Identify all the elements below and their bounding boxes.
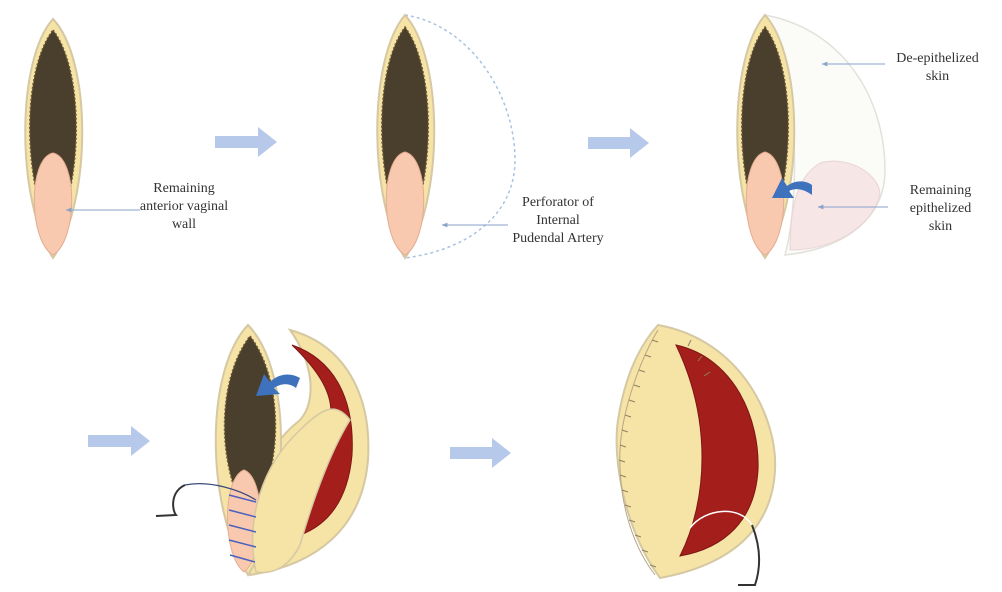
label-line: anterior vaginal: [128, 198, 240, 216]
label-line: Remaining: [888, 182, 993, 200]
label-perforator-internal-pudendal-artery: Perforator of Internal Pudendal Artery: [498, 194, 618, 248]
label-line: Perforator of: [498, 194, 618, 212]
label-line: De-epithelized: [885, 50, 990, 68]
panel-2-flap-design: [377, 15, 515, 258]
label-de-epithelized-skin: De-epithelized skin: [885, 50, 990, 86]
right-arrow-icon: [588, 128, 649, 158]
label-line: skin: [888, 218, 993, 236]
right-arrow-icon: [88, 426, 150, 456]
right-arrow-icon: [215, 127, 277, 157]
label-line: Internal: [498, 212, 618, 230]
step-arrow-2: [588, 128, 649, 158]
label-line: epithelized: [888, 200, 993, 218]
panel-4-flap-rotation: [156, 325, 368, 575]
label-line: skin: [885, 68, 990, 86]
anterior-vaginal-wall: [34, 153, 72, 255]
panel-5-final-closure: [617, 325, 776, 585]
label-remaining-anterior-vaginal-wall: Remaining anterior vaginal wall: [128, 180, 240, 234]
step-arrow-1: [215, 127, 277, 157]
panel-1-initial-defect: [25, 19, 140, 258]
anterior-vaginal-wall: [386, 152, 424, 255]
step-arrow-4: [450, 438, 511, 468]
step-arrow-3: [88, 426, 150, 456]
label-remaining-epithelized-skin: Remaining epithelized skin: [888, 182, 993, 236]
panel-3-de-epithelialization: [737, 15, 888, 258]
label-line: wall: [128, 216, 240, 234]
right-arrow-icon: [450, 438, 511, 468]
label-line: Remaining: [128, 180, 240, 198]
label-line: Pudendal Artery: [498, 230, 618, 248]
suture-needle-icon: [156, 485, 185, 516]
anterior-vaginal-wall: [746, 152, 784, 255]
